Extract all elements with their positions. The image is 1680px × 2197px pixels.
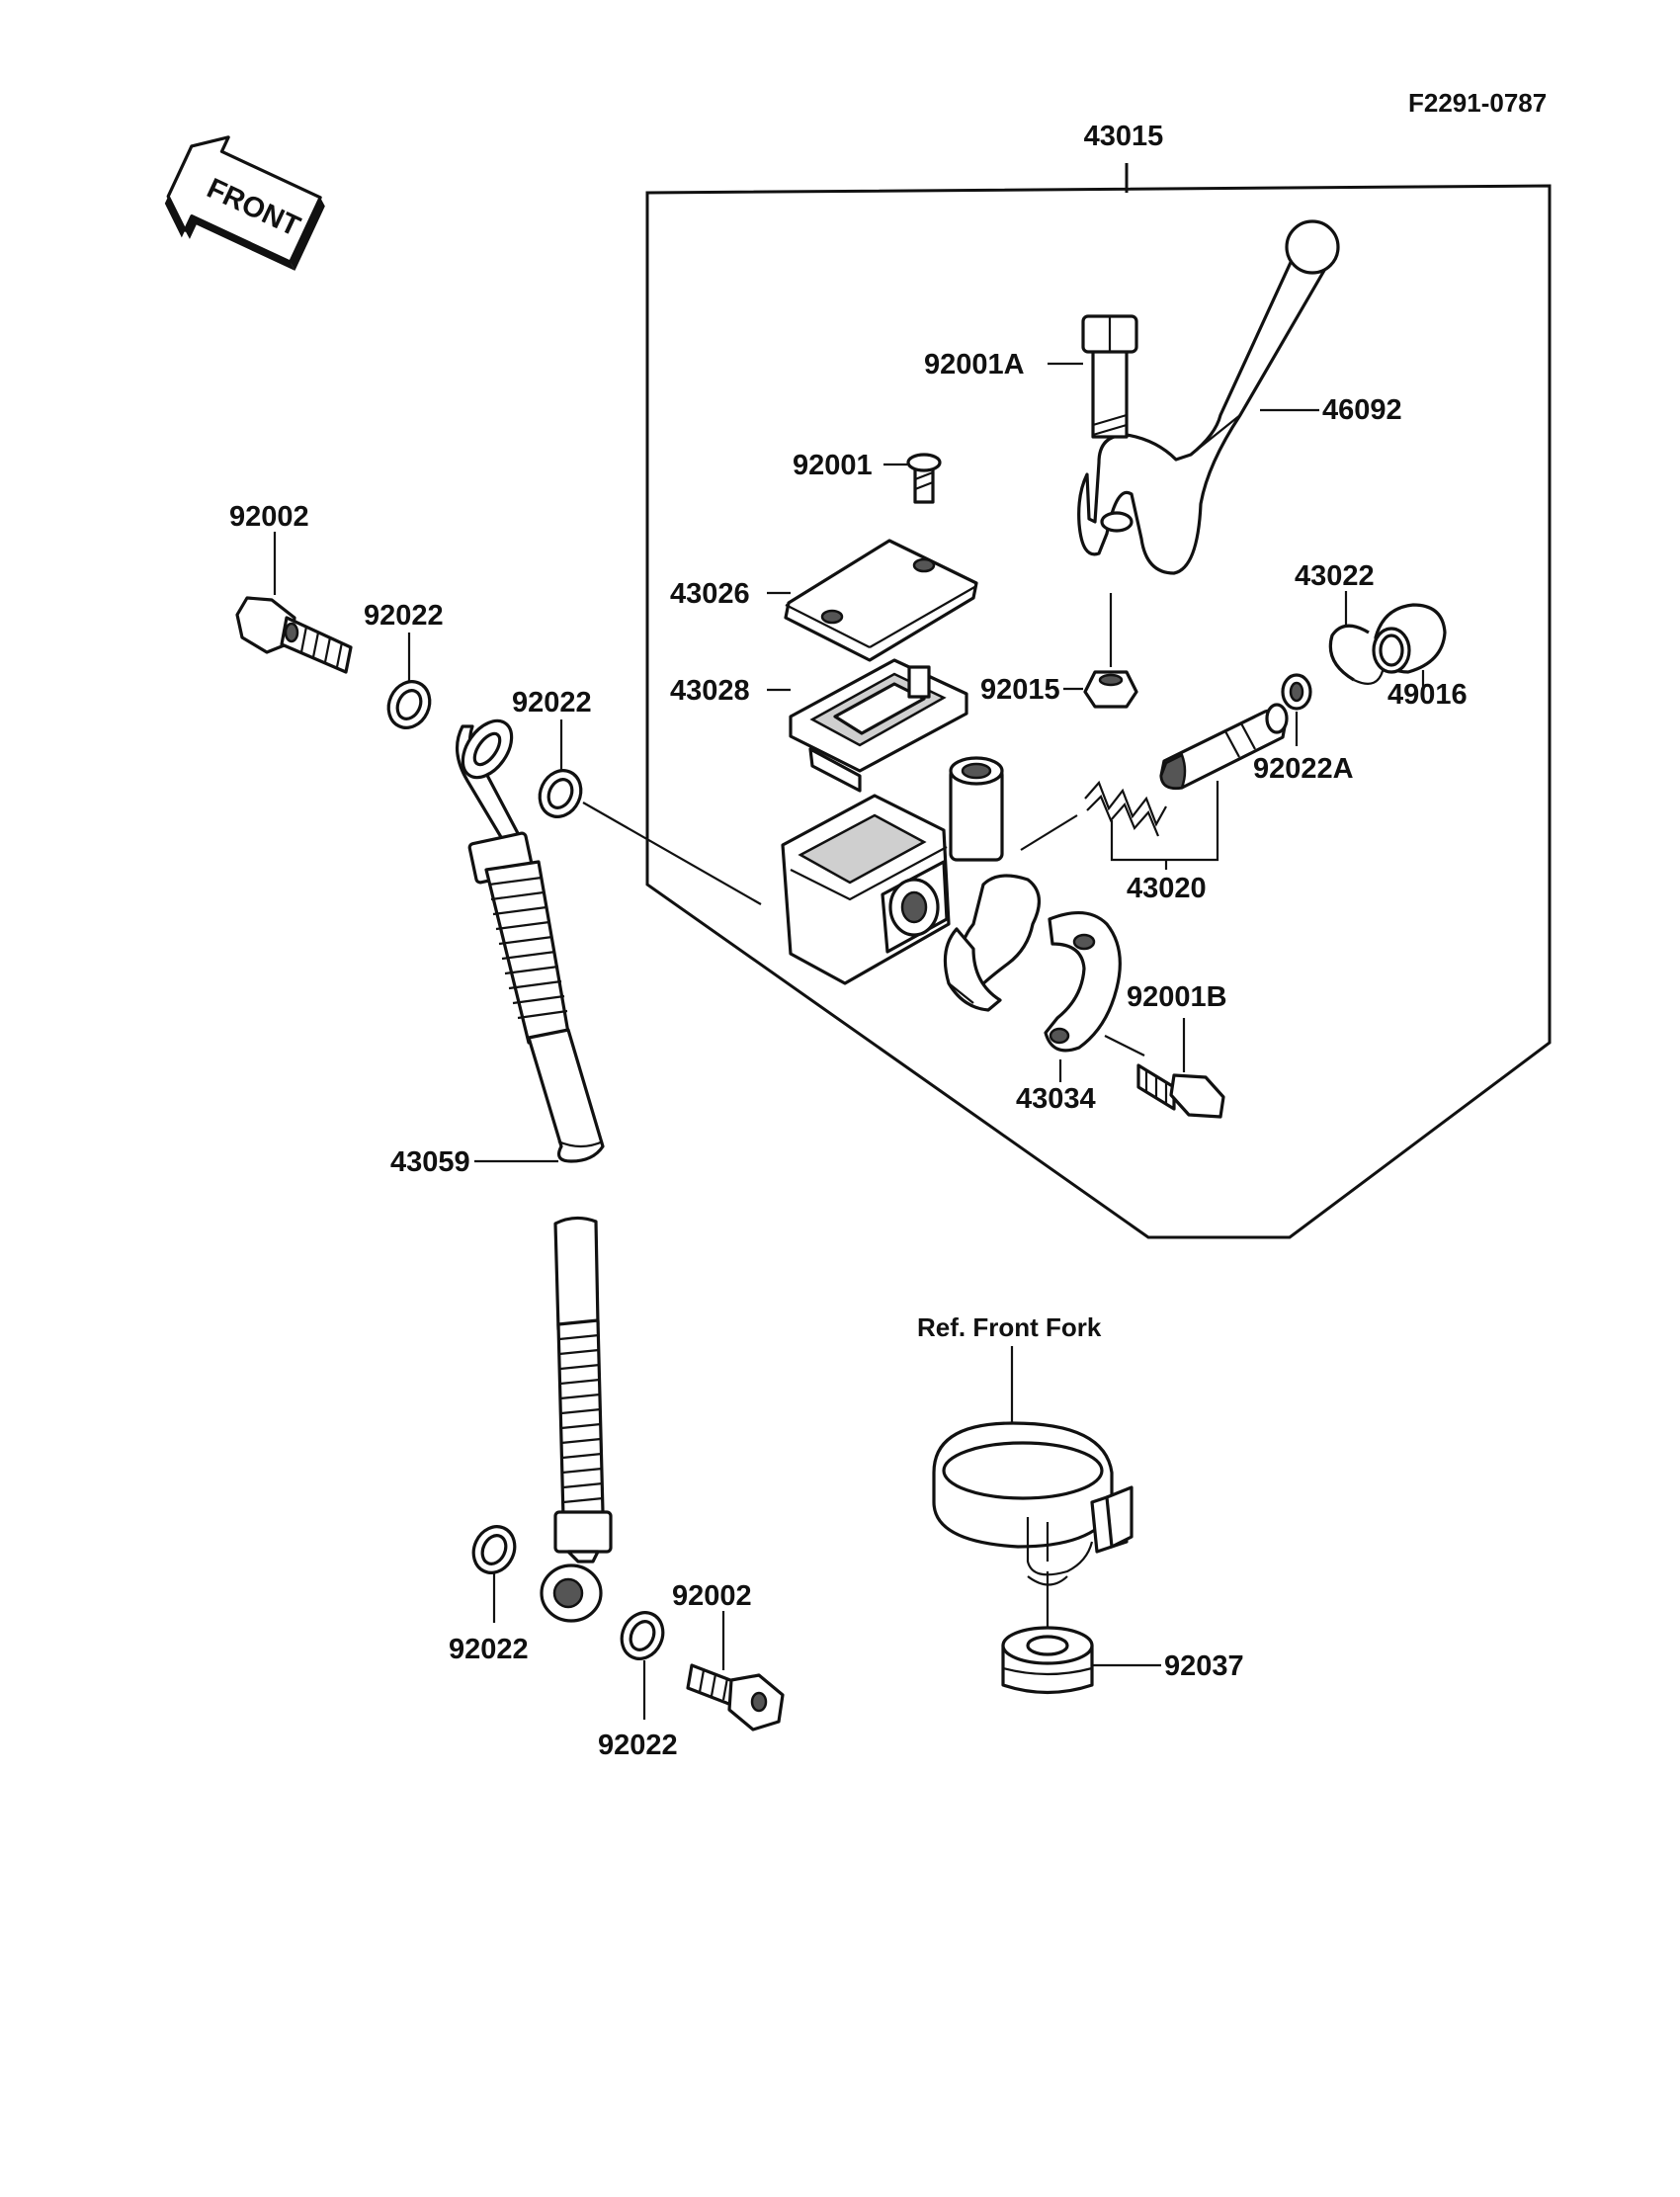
clamp-bolt [1136, 1063, 1225, 1119]
label-43015: 43015 [1084, 121, 1164, 152]
label-92002-bot: 92002 [672, 1580, 752, 1612]
dust-boot [1372, 603, 1447, 674]
label-43059: 43059 [390, 1146, 470, 1178]
label-43034: 43034 [1016, 1083, 1096, 1115]
label-92015: 92015 [980, 674, 1060, 706]
gasket-bottom-2 [620, 1611, 665, 1660]
assembly-frame [645, 163, 1552, 1239]
label-46092: 46092 [1322, 394, 1402, 426]
label-43022: 43022 [1295, 560, 1375, 592]
label-43028: 43028 [670, 675, 750, 707]
gasket-top-1 [386, 680, 432, 729]
piston-kit [1084, 703, 1289, 837]
banjo-bolt-bottom [686, 1663, 785, 1732]
gasket-top-2 [538, 769, 583, 818]
label-92022-top2: 92022 [512, 687, 592, 718]
label-49016: 49016 [1387, 679, 1468, 711]
diagram-code: F2291-0787 [1408, 88, 1547, 118]
brake-hose [456, 718, 613, 1623]
banjo-bolt-top [235, 596, 353, 674]
reservoir-cap [784, 539, 978, 662]
brake-lever [1077, 219, 1340, 575]
clamp-holder [1044, 910, 1122, 1053]
master-cylinder-body [781, 756, 1041, 1012]
label-92001B: 92001B [1127, 981, 1227, 1013]
front-arrow-icon: FRONT [164, 135, 325, 271]
label-43026: 43026 [670, 578, 750, 610]
label-43020: 43020 [1127, 873, 1207, 904]
label-92022A: 92022A [1253, 753, 1354, 785]
label-92022-top1: 92022 [364, 600, 444, 632]
label-92001: 92001 [793, 450, 873, 481]
pivot-nut [1083, 670, 1138, 709]
grommet [1001, 1626, 1094, 1695]
label-92022-bot2: 92022 [598, 1730, 678, 1761]
label-92001A: 92001A [924, 349, 1025, 380]
label-92037: 92037 [1164, 1650, 1244, 1682]
washer-a [1281, 673, 1312, 711]
fork-clamp [932, 1421, 1134, 1586]
cap-screw [906, 453, 942, 504]
pivot-bolt [1081, 314, 1138, 439]
label-92002-top: 92002 [229, 501, 309, 533]
ref-front-fork: Ref. Front Fork [917, 1312, 1102, 1342]
diaphragm [789, 658, 968, 793]
gasket-bottom-1 [471, 1525, 517, 1574]
label-92022-bot1: 92022 [449, 1634, 529, 1665]
